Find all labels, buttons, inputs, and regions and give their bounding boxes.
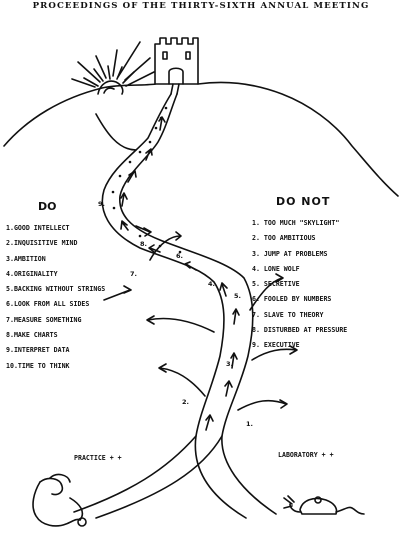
path-number-7: 7. [130,270,137,278]
do-item: 3.AMBITION [6,254,46,263]
do-item: 5.BACKING WITHOUT STRINGS [6,285,106,294]
do-not-item: 1. TOO MUCH "SKYLIGHT" [252,219,340,227]
path-number-9: 9. [98,200,105,208]
path-number-8: 8. [140,240,147,248]
do-heading: DO [38,200,57,213]
do-not-item: 7. SLAVE TO THEORY [252,310,324,319]
laboratory-label: LABORATORY + + [278,451,334,459]
do-item: 8.MAKE CHARTS [6,331,58,340]
path-number-1: 1. [246,420,253,428]
path-number-2: 2. [182,398,189,406]
do-not-item: 3. JUMP AT PROBLEMS [252,249,328,258]
do-item: 7.MEASURE SOMETHING [6,315,82,324]
footstep-dots [111,106,182,254]
do-not-item: 6. FOOLED BY NUMBERS [252,295,332,304]
path-number-4: 4. [208,280,215,288]
do-item: 4.ORIGINALITY [6,269,58,278]
footsteps [120,116,240,431]
mouse-icon [283,495,365,515]
hill [3,81,399,197]
do-not-item: 8. DISTURBED AT PRESSURE [252,326,348,335]
castle-icon [154,37,199,95]
do-item: 2.INQUISITIVE MIND [6,239,78,248]
page-title: PROCEEDINGS OF THE THIRTY-SIXTH ANNUAL M… [32,1,370,11]
path-arrows [103,225,298,411]
stethoscope-icon [32,473,87,527]
practice-label: PRACTICE + + [74,454,122,462]
do-not-item: 2. TOO AMBITIOUS [252,234,316,243]
do-not-item: 9. EXECUTIVE [252,341,300,350]
do-list: 1.GOOD INTELLECT 2.INQUISITIVE MIND 3.AM… [6,221,105,374]
do-item: 10.TIME TO THINK [6,361,70,370]
do-not-item: 5. SECRETIVE [252,280,300,289]
do-item: 9.INTERPRET DATA [6,346,70,355]
path-number-5: 5. [234,292,241,300]
do-not-list: 1. TOO MUCH "SKYLIGHT" 2. TOO AMBITIOUS … [252,216,347,354]
path-number-labels: 1. 2. 3. 4. 5. 6. 7. 8. 9. [98,200,253,428]
path-number-3: 3. [226,360,233,368]
do-item: 1.GOOD INTELLECT [6,224,70,232]
path-number-6: 6. [176,252,183,260]
do-not-item: 4. LONE WOLF [252,264,300,273]
do-not-heading: DO NOT [276,195,331,208]
sun-icon [71,41,155,95]
do-item: 6.LOOK FROM ALL SIDES [6,300,90,309]
